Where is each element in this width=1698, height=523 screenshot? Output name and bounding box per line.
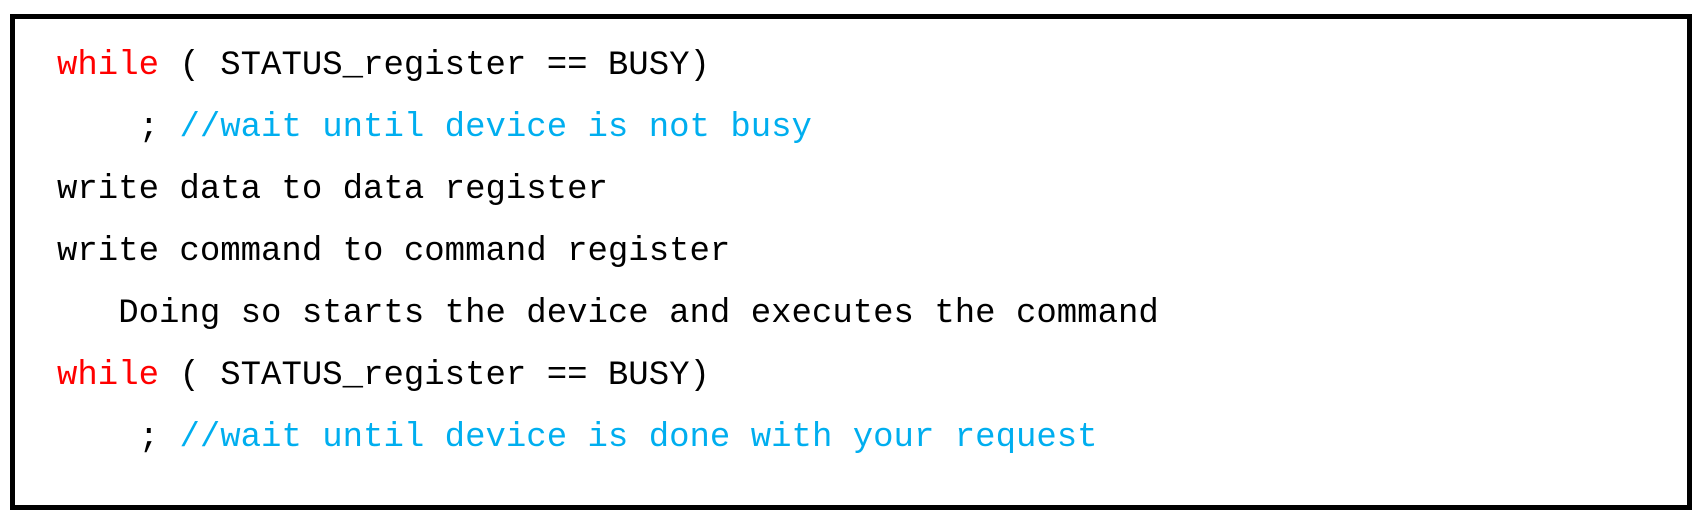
code-indent: [57, 109, 139, 147]
code-block-container: while ( STATUS_register == BUSY) ; //wai…: [10, 14, 1692, 510]
code-token-plain: write data to data register: [57, 171, 608, 209]
code-token-keyword: while: [57, 47, 160, 85]
code-token-plain: ( STATUS_register == BUSY): [159, 357, 710, 395]
code-line: Doing so starts the device and executes …: [57, 283, 1683, 345]
code-line: while ( STATUS_register == BUSY): [57, 35, 1683, 97]
code-listing: while ( STATUS_register == BUSY) ; //wai…: [57, 35, 1683, 503]
code-line: ; //wait until device is done with your …: [57, 407, 1683, 469]
code-token-comment: //wait until device is not busy: [179, 109, 812, 147]
code-token-plain: ;: [138, 109, 180, 147]
code-token-plain: ;: [138, 419, 180, 457]
code-line: while ( STATUS_register == BUSY): [57, 345, 1683, 407]
code-token-plain: write command to command register: [57, 233, 731, 271]
code-token-keyword: while: [57, 357, 160, 395]
code-line: write data to data register: [57, 159, 1683, 221]
code-line: ; //wait until device is not busy: [57, 97, 1683, 159]
code-indent: [57, 419, 139, 457]
code-token-plain: Doing so starts the device and executes …: [118, 295, 1159, 333]
code-token-plain: ( STATUS_register == BUSY): [159, 47, 710, 85]
code-indent: [57, 295, 118, 333]
code-line: write command to command register: [57, 221, 1683, 283]
code-token-comment: //wait until device is done with your re…: [179, 419, 1098, 457]
